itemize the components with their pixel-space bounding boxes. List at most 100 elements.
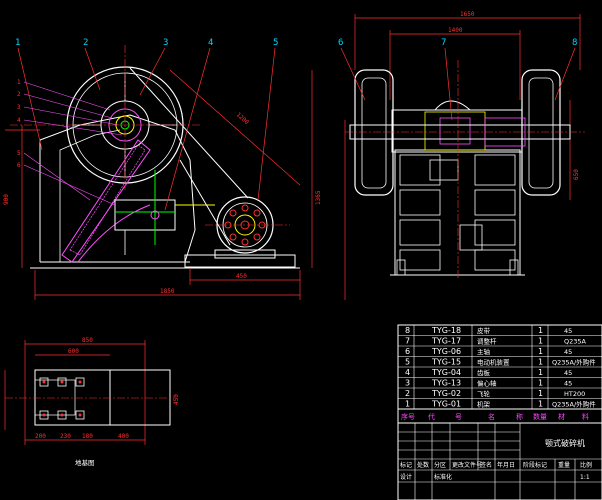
- bom-cell-code: TYG-13: [431, 379, 461, 388]
- side-dimensions: 1650 1400 650: [448, 11, 580, 180]
- bom-cell-material: HT200: [564, 390, 585, 398]
- bom-header-qty: 数量: [533, 412, 547, 421]
- bom-cell-no: 2: [405, 389, 410, 398]
- bom-cell-material: 45: [564, 327, 572, 335]
- bom-cell-code: TYG-17: [431, 337, 461, 346]
- bom-header-name-1: 名: [488, 412, 495, 421]
- tb-label-standard: 标准化: [434, 473, 452, 481]
- title-block: 颚式破碎机 标记 处数 分区 更改文件号 签名 年月日 阶段标记 重量 比例 设…: [397, 422, 602, 500]
- bom-cell-material: 45: [564, 369, 572, 377]
- dim-plan-bottom-4: 400: [118, 433, 129, 440]
- bom-cell-no: 4: [405, 368, 410, 377]
- bom-cell-code: TYG-18: [431, 326, 461, 335]
- tb-label-weight: 重量: [558, 461, 570, 469]
- bom-cell-qty: 1: [538, 347, 543, 356]
- tb-label-mark: 标记: [400, 461, 412, 469]
- bom-cell-qty: 1: [538, 337, 543, 346]
- bom-cell-qty: 1: [538, 389, 543, 398]
- part-callout-3: 3: [17, 104, 21, 111]
- callout-5: 5: [273, 38, 278, 48]
- plan-caption: 地基图: [75, 458, 95, 467]
- bom-cell-no: 7: [405, 337, 410, 346]
- bom-cell-qty: 1: [538, 400, 543, 409]
- bom-header-material-2: 料: [582, 412, 589, 421]
- bom-cell-code: TYG-15: [431, 358, 461, 367]
- part-callout-1: 1: [17, 79, 21, 86]
- bom-cell-name: 飞轮: [477, 389, 491, 398]
- dim-plan-bottom-2: 230: [60, 433, 71, 440]
- bom-cell-name: 调整杆: [477, 337, 497, 346]
- tb-label-stage: 阶段标记: [523, 461, 547, 469]
- front-callouts: 1 2 3 4 5: [15, 38, 278, 48]
- dim-plan-bottom-1: 200: [35, 433, 46, 440]
- callout-2: 2: [83, 38, 88, 48]
- bom-cell-qty: 1: [538, 358, 543, 367]
- dim-front-total-height: 1365: [315, 190, 322, 205]
- dim-belt-center: 1200: [235, 111, 251, 126]
- bom-cell-name: 电动机装置: [477, 358, 510, 367]
- front-view: [5, 45, 313, 300]
- dim-side-right: 650: [573, 169, 580, 180]
- bom-cell-no: 6: [405, 347, 410, 356]
- bom-header-material-1: 材: [558, 412, 565, 421]
- part-callout-6: 6: [17, 162, 21, 169]
- tb-label-sign: 签名: [480, 461, 492, 469]
- bom-cell-name: 偏心轴: [477, 379, 497, 388]
- bom-cell-name: 主轴: [477, 347, 491, 356]
- callout-7: 7: [441, 38, 446, 48]
- bom-cell-code: TYG-02: [431, 389, 461, 398]
- bom-cell-qty: 1: [538, 368, 543, 377]
- dim-plan-bottom-3: 180: [82, 433, 93, 440]
- dim-plan-top: 850: [82, 337, 93, 344]
- part-callout-2: 2: [17, 91, 21, 98]
- bom-cell-material: Q235A/外购件: [552, 400, 596, 409]
- bom-cell-no: 1: [405, 400, 410, 409]
- bom-cell-no: 8: [405, 326, 410, 335]
- scale-value: 1:1: [580, 474, 590, 481]
- bom-header-code-2: 号: [455, 413, 462, 421]
- callout-8: 8: [572, 38, 577, 48]
- bom-header-name-2: 称: [516, 412, 523, 421]
- bom-cell-material: 45: [564, 380, 572, 388]
- front-part-callouts: 1 2 3 4 5 6: [17, 79, 21, 169]
- bom-cell-code: TYG-06: [431, 347, 461, 356]
- dim-front-width: 1850: [160, 288, 175, 295]
- bom-cell-code: TYG-01: [431, 400, 461, 409]
- callout-6: 6: [338, 38, 343, 48]
- tb-label-change: 更改文件号: [452, 461, 482, 469]
- dim-side-top: 1650: [460, 11, 475, 18]
- dim-plan-side: 450: [173, 394, 180, 405]
- bom-cell-name: 齿板: [477, 368, 491, 377]
- plan-dimensions: 850 600 450 200 230 180 400 地基图: [35, 337, 180, 467]
- side-view: [340, 14, 585, 300]
- bom-cell-material: 45: [564, 348, 572, 356]
- foundation-plan: [4, 340, 175, 445]
- bom-cell-material: Q235A: [564, 338, 587, 346]
- bom-cell-qty: 1: [538, 326, 543, 335]
- tb-label-count: 处数: [417, 461, 429, 469]
- callout-3: 3: [163, 38, 168, 48]
- bom-cell-code: TYG-04: [431, 368, 461, 377]
- drawing-title: 颚式破碎机: [545, 438, 585, 448]
- tb-label-zone: 分区: [434, 461, 446, 469]
- bom-cell-name: 皮带: [477, 326, 491, 335]
- bom-cell-qty: 1: [538, 379, 543, 388]
- dim-side-inner: 1400: [448, 27, 463, 34]
- tb-label-scale: 比例: [580, 461, 592, 469]
- callout-1: 1: [15, 38, 20, 48]
- bom-header-no: 序号: [401, 412, 415, 421]
- callout-4: 4: [208, 38, 213, 48]
- side-callouts: 6 7 8: [338, 38, 577, 48]
- bom-cell-no: 5: [405, 358, 410, 367]
- bom-cell-no: 3: [405, 379, 410, 388]
- dim-motor-width: 450: [236, 273, 247, 280]
- dim-front-height: 900: [3, 194, 10, 205]
- bom-header-code-1: 代: [428, 412, 435, 421]
- bom-cell-material: Q235A/外购件: [552, 358, 596, 367]
- tb-label-date: 年月日: [497, 461, 515, 469]
- tb-label-design: 设计: [400, 473, 412, 481]
- part-callout-5: 5: [17, 150, 21, 157]
